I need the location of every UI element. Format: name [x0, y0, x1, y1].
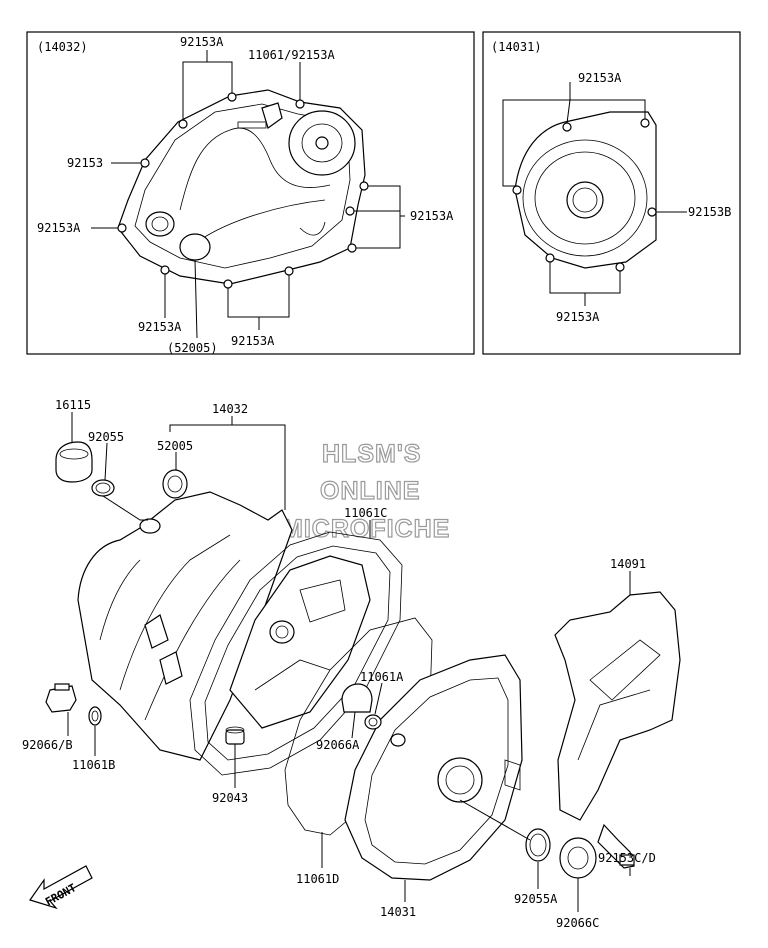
label-92153cd: 92153C/D	[598, 851, 656, 865]
crankcase-line-1	[99, 559, 141, 641]
cover-14031-tab	[504, 759, 521, 791]
inset-right-title: (14031)	[491, 40, 542, 54]
inset-right-frame	[482, 31, 741, 355]
inner-plate-hub	[269, 620, 295, 644]
gasket-11061c	[189, 531, 403, 776]
part-92066a-cap	[341, 683, 373, 713]
label-inset-left-bottom-left: 92153A	[138, 320, 182, 334]
label-inset-left-right: 92153A	[410, 209, 454, 223]
exploded-view: 16115 92055 52005 14032 11061C 14091 110…	[22, 398, 681, 930]
inset-right-cover-rim	[522, 139, 648, 257]
part-92066c-plug-inner	[567, 846, 589, 870]
front-arrow-icon	[29, 865, 93, 910]
part-92066b-bolt	[45, 685, 77, 713]
crankcase-rib-2	[159, 651, 183, 685]
label-inset-right-right: 92153B	[688, 205, 731, 219]
label-92055: 92055	[88, 430, 124, 444]
part-52005-plug-inner	[167, 475, 183, 493]
crankcase-rib-1	[144, 614, 169, 649]
part-16115-cap	[55, 441, 93, 483]
part-92066c-plug	[559, 837, 597, 879]
inset-left-clutch-ring	[301, 123, 343, 163]
label-inset-left-left-2: 92153A	[37, 221, 81, 235]
crankcase-filler-hole	[139, 518, 161, 534]
inset-left-frame	[26, 31, 475, 355]
watermark-line-2: ONLINE	[320, 477, 420, 505]
label-14091: 14091	[610, 557, 646, 571]
label-inset-left-bottom-mid: (52005)	[167, 341, 218, 355]
crankcase-line-2	[119, 534, 231, 691]
part-92043-pin-top	[225, 726, 245, 734]
part-92055-oring-inner	[95, 482, 111, 494]
label-52005: 52005	[157, 439, 193, 453]
inset-left: (14032)	[26, 31, 475, 355]
label-inset-right-bottom: 92153A	[556, 310, 600, 324]
shield-14091	[554, 591, 681, 821]
part-11061a-ring-inner	[368, 717, 378, 727]
watermark: HLSM'S ONLINE MICROFICHE	[281, 439, 450, 543]
front-arrow: FRONT	[29, 865, 93, 910]
shield-14091-edge	[577, 689, 651, 761]
inset-left-title: (14032)	[37, 40, 88, 54]
inset-right-hub-inner	[572, 187, 598, 213]
part-11061b-washer-inner	[91, 710, 99, 722]
part-92055a-oring-inner	[529, 833, 547, 857]
part-92055a-oring	[525, 828, 551, 862]
inner-plate-window	[299, 579, 346, 623]
cover-14031-boss	[390, 733, 406, 747]
label-14031: 14031	[380, 905, 416, 919]
inset-left-clutch-center	[315, 136, 329, 150]
inner-plate-rib	[254, 659, 331, 691]
inset-right-cover-rim2	[534, 151, 636, 245]
label-92043: 92043	[212, 791, 248, 805]
inset-left-plug-inner	[151, 216, 169, 232]
label-16115: 16115	[55, 398, 91, 412]
part-92153cd-head	[619, 854, 635, 866]
label-92055a: 92055A	[514, 892, 558, 906]
part-92055-oring	[91, 479, 115, 497]
label-inset-right-top: 92153A	[578, 71, 622, 85]
inset-right-bolts	[512, 118, 657, 272]
label-inset-left-left-1: 92153	[67, 156, 103, 170]
part-11061b-washer	[88, 706, 102, 726]
cover-14031-hub	[437, 757, 483, 803]
label-92066b: 92066/B	[22, 738, 73, 752]
cover-14031-hub-inner	[445, 765, 475, 795]
inset-right: (14031) 92153A 92153B 92153A	[482, 31, 741, 355]
label-11061b: 11061B	[72, 758, 115, 772]
inset-right-hub	[566, 181, 604, 219]
watermark-line-1: HLSM'S	[322, 440, 421, 468]
part-11061a-ring	[364, 714, 382, 730]
label-inset-left-top-a: 92153A	[180, 35, 224, 49]
crankcase-line-3	[144, 559, 241, 721]
inner-plate	[229, 555, 371, 729]
inner-plate-hub-center	[275, 625, 289, 639]
label-14032: 14032	[212, 402, 248, 416]
inset-left-hook	[299, 221, 326, 236]
label-inset-left-bottom-right: 92153A	[231, 334, 275, 348]
inset-left-slot	[237, 121, 267, 129]
label-92066a: 92066A	[316, 738, 360, 752]
part-92066b-head	[54, 683, 70, 691]
exploded-leaders	[67, 412, 631, 912]
cover-14031	[344, 654, 523, 881]
inset-left-boss	[261, 102, 283, 129]
inset-left-plug-hole	[145, 211, 175, 237]
inset-left-cover-ridge	[179, 127, 331, 211]
part-52005-plug	[162, 469, 188, 499]
label-11061c: 11061C	[344, 506, 387, 520]
part-16115-top	[59, 448, 89, 460]
label-92066c: 92066C	[556, 916, 599, 930]
inset-left-window-52005	[179, 233, 211, 261]
label-inset-left-top-b: 11061/92153A	[248, 48, 335, 62]
shield-14091-window	[589, 639, 661, 701]
label-11061d: 11061D	[296, 872, 339, 886]
inset-left-cover-ridge2	[199, 199, 326, 241]
inset-right-leaders	[502, 82, 687, 306]
inset-left-leaders	[91, 50, 405, 339]
cover-14031-rim	[364, 677, 509, 865]
label-11061a: 11061A	[360, 670, 404, 684]
